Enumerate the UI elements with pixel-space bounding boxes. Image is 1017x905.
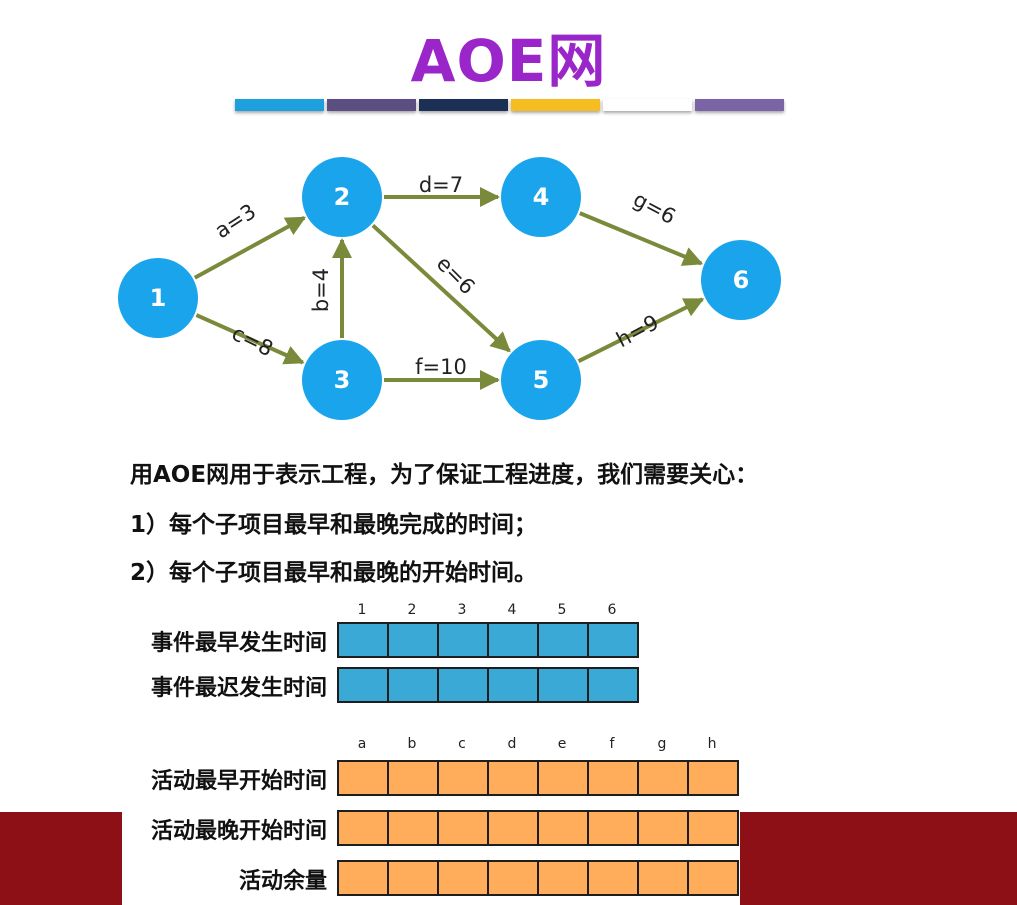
table-cell xyxy=(687,810,739,846)
node-label: 6 xyxy=(733,266,750,294)
column-label: d xyxy=(507,736,517,752)
node-label: 2 xyxy=(334,183,351,211)
table-cell xyxy=(587,760,639,796)
color-bar-segment xyxy=(511,99,600,111)
table-cell xyxy=(437,667,489,703)
edge-label: d=7 xyxy=(419,173,463,197)
table-cell xyxy=(337,760,389,796)
table-cell xyxy=(487,810,539,846)
slide-title: AOE网 xyxy=(410,27,607,95)
node-label: 4 xyxy=(533,183,550,211)
column-label: 1 xyxy=(357,602,367,618)
node-6 xyxy=(701,240,781,320)
row-label: 活动最早开始时间 xyxy=(150,768,327,794)
table-cell xyxy=(687,860,739,896)
edge-5-6 xyxy=(577,297,705,364)
table-cell xyxy=(487,760,539,796)
table-cell xyxy=(387,622,439,658)
color-bar-segment xyxy=(327,99,416,111)
column-label: 3 xyxy=(457,602,467,618)
table-cell xyxy=(637,860,689,896)
color-bar-segment xyxy=(235,99,324,111)
table-cell xyxy=(437,810,489,846)
table-cell xyxy=(537,622,589,658)
table-cell xyxy=(537,667,589,703)
table-cell xyxy=(437,860,489,896)
column-label: h xyxy=(707,736,717,752)
edge-label: g=6 xyxy=(629,187,679,229)
edge-1-3 xyxy=(195,313,305,365)
table-cell xyxy=(637,810,689,846)
footer-band-right xyxy=(740,812,1017,905)
aoe-graph: a=3 b=4 c=8 d=7 e=6 f=10 g=6 h=9 1 2 3 4 5 6 xyxy=(118,157,781,420)
node-4 xyxy=(501,157,581,237)
table-cell xyxy=(487,622,539,658)
table-cell xyxy=(587,622,639,658)
column-label: e xyxy=(557,736,567,752)
node-label: 5 xyxy=(533,366,550,394)
edge-label: e=6 xyxy=(432,251,480,299)
edge-label: a=3 xyxy=(211,199,261,243)
table-cell xyxy=(587,860,639,896)
column-label: 6 xyxy=(607,602,617,618)
footer-band-left xyxy=(0,812,122,905)
row-label: 事件最早发生时间 xyxy=(150,630,327,656)
table-cell xyxy=(487,667,539,703)
table-cell xyxy=(587,667,639,703)
table-cell xyxy=(587,810,639,846)
table-cell xyxy=(487,860,539,896)
point-1-text: 1）每个子项目最早和最晚完成的时间； xyxy=(130,512,538,538)
row-label: 活动最晚开始时间 xyxy=(150,818,327,844)
edge-4-6 xyxy=(579,211,704,266)
table-cell xyxy=(387,810,439,846)
column-label: 4 xyxy=(507,602,517,618)
table-cell xyxy=(387,760,439,796)
table-cell xyxy=(537,810,589,846)
node-5 xyxy=(501,340,581,420)
column-label: g xyxy=(657,736,667,752)
table-cell xyxy=(537,860,589,896)
node-label: 3 xyxy=(334,366,351,394)
node-3 xyxy=(302,340,382,420)
column-label: c xyxy=(458,736,466,752)
color-bar-segment xyxy=(419,99,508,111)
edge-label: b=4 xyxy=(309,268,333,312)
edge-label: f=10 xyxy=(415,355,467,379)
table-cell xyxy=(387,860,439,896)
edge-1-2 xyxy=(193,215,307,280)
node-1 xyxy=(118,258,198,338)
intro-text: 用AOE网用于表示工程，为了保证工程进度，我们需要关心： xyxy=(130,462,759,488)
edge-label: c=8 xyxy=(228,321,277,361)
table-cell xyxy=(337,860,389,896)
table-cell xyxy=(687,760,739,796)
table-cell xyxy=(337,667,389,703)
table-cell xyxy=(387,667,439,703)
column-label: a xyxy=(357,736,367,752)
color-bar-segment xyxy=(695,99,784,111)
table-cell xyxy=(337,622,389,658)
edge-2-5 xyxy=(371,223,511,353)
column-label: 5 xyxy=(557,602,567,618)
node-label: 1 xyxy=(150,284,167,312)
table-cell xyxy=(637,760,689,796)
row-label: 活动余量 xyxy=(238,868,327,894)
column-label: b xyxy=(407,736,417,752)
column-label: 2 xyxy=(407,602,417,618)
table-cell xyxy=(337,810,389,846)
node-2 xyxy=(302,157,382,237)
table-cell xyxy=(437,760,489,796)
color-bar-segment xyxy=(603,99,692,111)
table-cell xyxy=(437,622,489,658)
point-2-text: 2）每个子项目最早和最晚的开始时间。 xyxy=(130,560,538,586)
column-label: f xyxy=(609,736,615,752)
edge-label: h=9 xyxy=(612,310,662,352)
table-cell xyxy=(537,760,589,796)
row-label: 事件最迟发生时间 xyxy=(150,675,327,701)
